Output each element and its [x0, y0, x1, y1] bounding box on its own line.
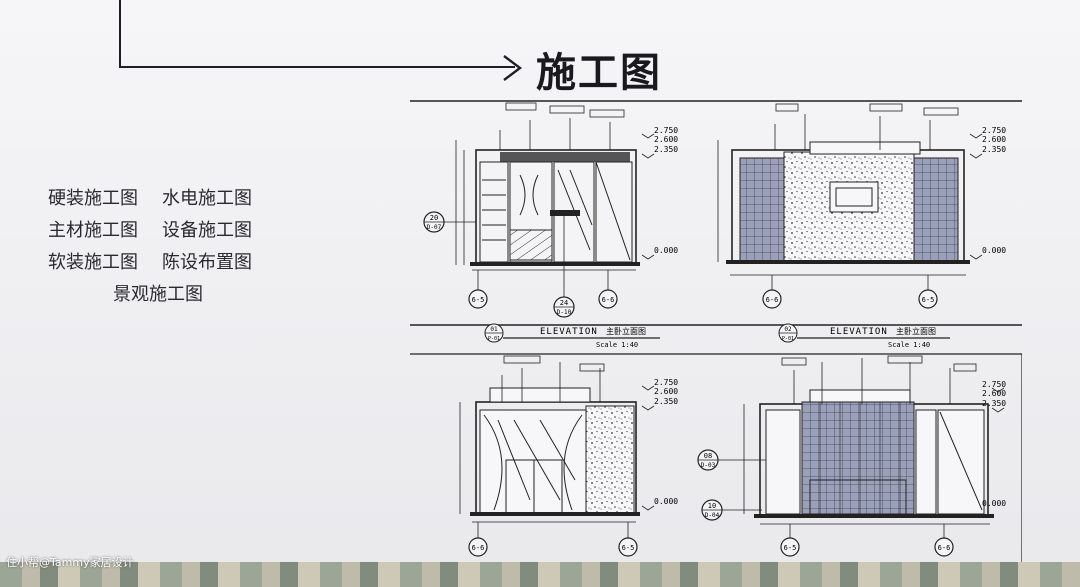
caption-ref: P-01: [782, 336, 794, 342]
level-label: 2.600: [982, 135, 1006, 144]
watermark: 住小帮@Tammy家居设计: [6, 556, 134, 569]
level-label: 2.750: [654, 126, 678, 135]
drawing-type-list: 硬装施工图 水电施工图 主材施工图 设备施工图 软装施工图 陈设布置图 景观施工…: [48, 183, 308, 311]
axis-label: 6-5: [472, 296, 485, 304]
caption-scale: Scale 1:40: [596, 341, 638, 349]
caption-id: 02: [784, 326, 792, 333]
list-item: 陈设布置图: [162, 252, 252, 273]
level-label: 2.600: [654, 387, 678, 396]
level-label: 0.000: [982, 499, 1006, 508]
caption-panel-2: 02 P-01 ELEVATION 主卧立面图 Scale 1:40: [778, 323, 950, 349]
level-label: 0.000: [654, 497, 678, 506]
axis-label: 6-6: [938, 544, 951, 552]
detail-marker-number: 24: [560, 299, 568, 307]
drawing-sheet: 2.750 2.600 2.350 0.000 6-5 6-6 20 D-07 …: [410, 100, 1022, 562]
list-row: 软装施工图 陈设布置图: [48, 247, 308, 279]
list-item: 设备施工图: [162, 220, 252, 241]
detail-marker-number: 10: [708, 502, 716, 510]
axis-label: 6-5: [922, 296, 935, 304]
level-label: 2.750: [982, 380, 1006, 389]
elevation-panel-3: 2.750 2.600 2.350 0.000 6-6 6-5: [459, 355, 678, 557]
level-label: 0.000: [982, 246, 1006, 255]
level-marks: 2.750 2.600 2.350 0.000: [641, 126, 678, 260]
background-photo-strip: [0, 562, 1080, 587]
detail-marker-ref: D-10: [557, 309, 572, 316]
caption-title: ELEVATION: [540, 327, 598, 337]
list-row: 硬装施工图 水电施工图: [48, 183, 308, 215]
arrow-head-icon: [503, 55, 522, 81]
detail-marker-number: 20: [430, 214, 438, 222]
level-label: 2.600: [982, 389, 1006, 398]
level-label: 2.600: [654, 135, 678, 144]
elevation-panel-2: 2.750 2.600 2.350 0.000 6-6 6-5: [717, 103, 1006, 309]
elevation-panel-1: 2.750 2.600 2.350 0.000 6-5 6-6 20 D-07 …: [423, 102, 678, 318]
caption-scale: Scale 1:40: [888, 341, 930, 349]
axis-label: 6-6: [602, 296, 615, 304]
caption-title: ELEVATION: [830, 327, 888, 337]
level-label: 0.000: [654, 246, 678, 255]
list-item: 主材施工图: [48, 220, 138, 241]
axis-label: 6-5: [784, 544, 797, 552]
level-label: 2.750: [654, 378, 678, 387]
list-row: 主材施工图 设备施工图: [48, 215, 308, 247]
axis-label: 6-6: [766, 296, 779, 304]
detail-marker-ref: D-03: [701, 462, 716, 469]
list-item: 水电施工图: [162, 188, 252, 209]
list-row: 景观施工图: [48, 279, 308, 311]
arrow-line-horizontal: [119, 66, 515, 68]
detail-marker-number: 08: [704, 452, 712, 460]
detail-marker-ref: D-04: [705, 512, 720, 519]
caption-panel-1: 01 P-01 ELEVATION 主卧立面图 Scale 1:40: [484, 323, 660, 349]
level-marks: 2.750 2.600 2.350 0.000: [982, 380, 1006, 508]
level-label: 2.350: [654, 145, 678, 154]
page-title: 施工图: [536, 50, 662, 96]
level-label: 2.350: [982, 145, 1006, 154]
arrow-line-vertical: [119, 0, 121, 68]
caption-id: 01: [490, 326, 498, 333]
level-label: 2.350: [654, 397, 678, 406]
detail-marker-ref: D-07: [427, 224, 442, 231]
list-item: 景观施工图: [113, 284, 203, 305]
caption-ref: P-01: [488, 336, 500, 342]
axis-label: 6-6: [472, 544, 485, 552]
list-item: 软装施工图: [48, 252, 138, 273]
level-label: 2.350: [982, 399, 1006, 408]
level-marks: 2.750 2.600 2.350 0.000: [641, 378, 678, 511]
level-label: 2.750: [982, 126, 1006, 135]
list-item: 硬装施工图: [48, 188, 138, 209]
elevation-drawings: 2.750 2.600 2.350 0.000 6-5 6-6 20 D-07 …: [410, 100, 1022, 562]
level-marks: 2.750 2.600 2.350 0.000: [969, 126, 1006, 260]
elevation-panel-4: 2.750 2.600 2.350 0.000 6-5 6-6 08 D-03 …: [697, 355, 1006, 557]
caption-title-cn: 主卧立面图: [606, 326, 646, 336]
caption-title-cn: 主卧立面图: [896, 326, 936, 336]
axis-label: 6-5: [622, 544, 635, 552]
